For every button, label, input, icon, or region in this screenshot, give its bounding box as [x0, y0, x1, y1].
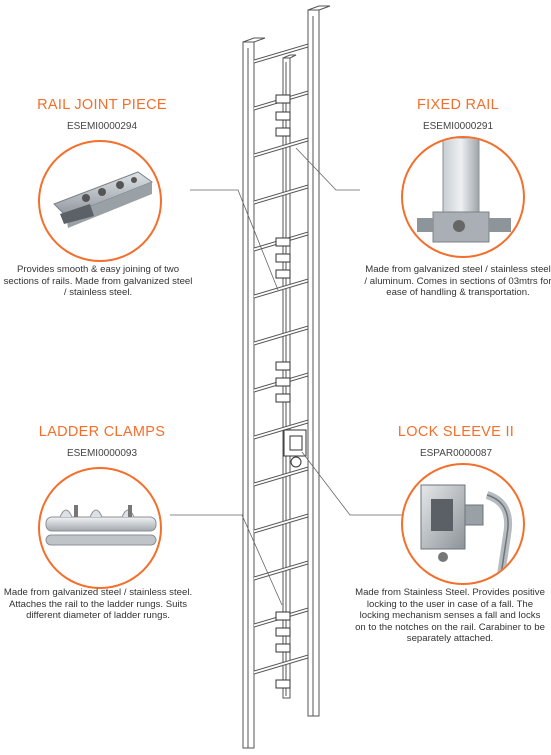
ladder-rung: [253, 654, 309, 675]
ladder-rung: [253, 184, 309, 205]
lock-sleeve-photo: [401, 463, 525, 585]
ladder-clamps-code: ESEMI0000093: [66, 448, 138, 459]
rail-clamp: [275, 253, 291, 263]
rail-joint-description: Provides smooth & easy joining of two se…: [3, 264, 193, 299]
ladder-clamps-description: Made from galvanized steel / stainless s…: [3, 587, 193, 622]
callout-line-rail-joint: [190, 189, 279, 291]
rail-clamp: [275, 127, 291, 137]
rail-clamp: [275, 377, 291, 387]
lock-sleeve-code: ESPAR0000087: [419, 448, 493, 459]
ladder-rung: [253, 466, 309, 487]
ladder-clamps-photo: [38, 467, 162, 589]
rail-clamp: [275, 627, 291, 637]
fixed-rail-code: ESEMI0000291: [422, 121, 494, 132]
callout-line-ladder-clamps: [170, 514, 283, 606]
callout-line-lock-sleeve: [301, 451, 402, 516]
rail-clamp: [275, 679, 291, 689]
rail-clamp: [275, 94, 291, 104]
ladder-rung: [253, 43, 309, 64]
callout-lines: [170, 147, 402, 606]
rail-clamp: [275, 361, 291, 371]
ladder-rung: [253, 325, 309, 346]
rail-joint-code: ESEMI0000294: [66, 121, 138, 132]
rail-joint-title: RAIL JOINT PIECE: [37, 97, 167, 113]
ladder-rung: [253, 513, 309, 534]
rail-clamp: [275, 111, 291, 121]
rail-joint-photo: [38, 140, 162, 262]
rail-clamp: [275, 237, 291, 247]
ladder-clamps-title: LADDER CLAMPS: [38, 424, 166, 440]
fixed-rail-photo: [401, 136, 525, 258]
lock-sleeve-title: LOCK SLEEVE II: [397, 424, 515, 440]
callout-line-fixed-rail: [295, 147, 360, 191]
ladder-rung: [253, 137, 309, 158]
ladder-rung: [253, 560, 309, 581]
rail-clamp: [275, 393, 291, 403]
fixed-rail-title: FIXED RAIL: [417, 97, 499, 113]
ladder-rung: [253, 419, 309, 440]
rail-clamp: [275, 643, 291, 653]
rail-clamp: [275, 611, 291, 621]
rail-clamp: [275, 269, 291, 279]
lock-sleeve-description: Made from Stainless Steel. Provides posi…: [355, 587, 545, 645]
fixed-rail-description: Made from galvanized steel / stainless s…: [364, 264, 551, 299]
ladder-rung: [253, 278, 309, 299]
